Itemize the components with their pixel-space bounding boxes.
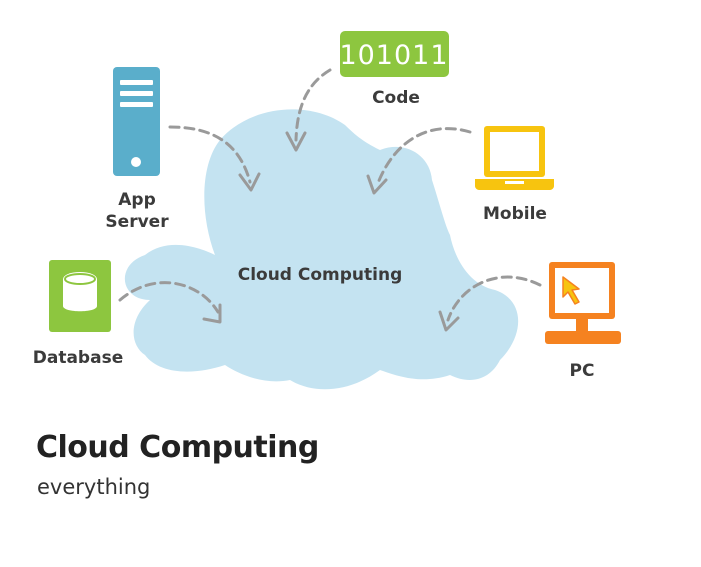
arrow-database: [118, 281, 220, 314]
app-server-label-line2: Server: [105, 212, 169, 232]
arrow-app-server: [168, 125, 252, 184]
desktop-monitor-icon: [545, 262, 621, 344]
connection-arrows: [118, 68, 542, 332]
mobile-label: Mobile: [483, 204, 547, 224]
code-badge-text: 101011: [339, 40, 448, 71]
arrowhead-mobile: [366, 174, 388, 195]
code-label: Code: [372, 88, 420, 108]
arrowhead-database: [202, 303, 222, 324]
code-badge-icon: 101011: [339, 31, 449, 77]
database-icon: [49, 260, 111, 332]
arrow-pc: [446, 275, 542, 322]
server-icon: [113, 67, 160, 176]
cloud-shape: [124, 109, 519, 390]
cloud-label: Cloud Computing: [238, 265, 403, 285]
arrowhead-pc: [438, 310, 460, 332]
pc-label: PC: [570, 361, 595, 381]
app-server-label-line1: App: [118, 190, 156, 210]
arrowhead-app-server: [238, 172, 261, 192]
arrowhead-code: [285, 131, 307, 152]
arrow-code: [294, 68, 332, 142]
caption-title: Cloud Computing: [36, 430, 319, 465]
database-label: Database: [33, 348, 123, 368]
cloud-diagram: Cloud Computing 101011 Code App Server M…: [33, 31, 621, 390]
caption-subtitle: everything: [37, 475, 151, 499]
laptop-icon: [475, 126, 554, 190]
